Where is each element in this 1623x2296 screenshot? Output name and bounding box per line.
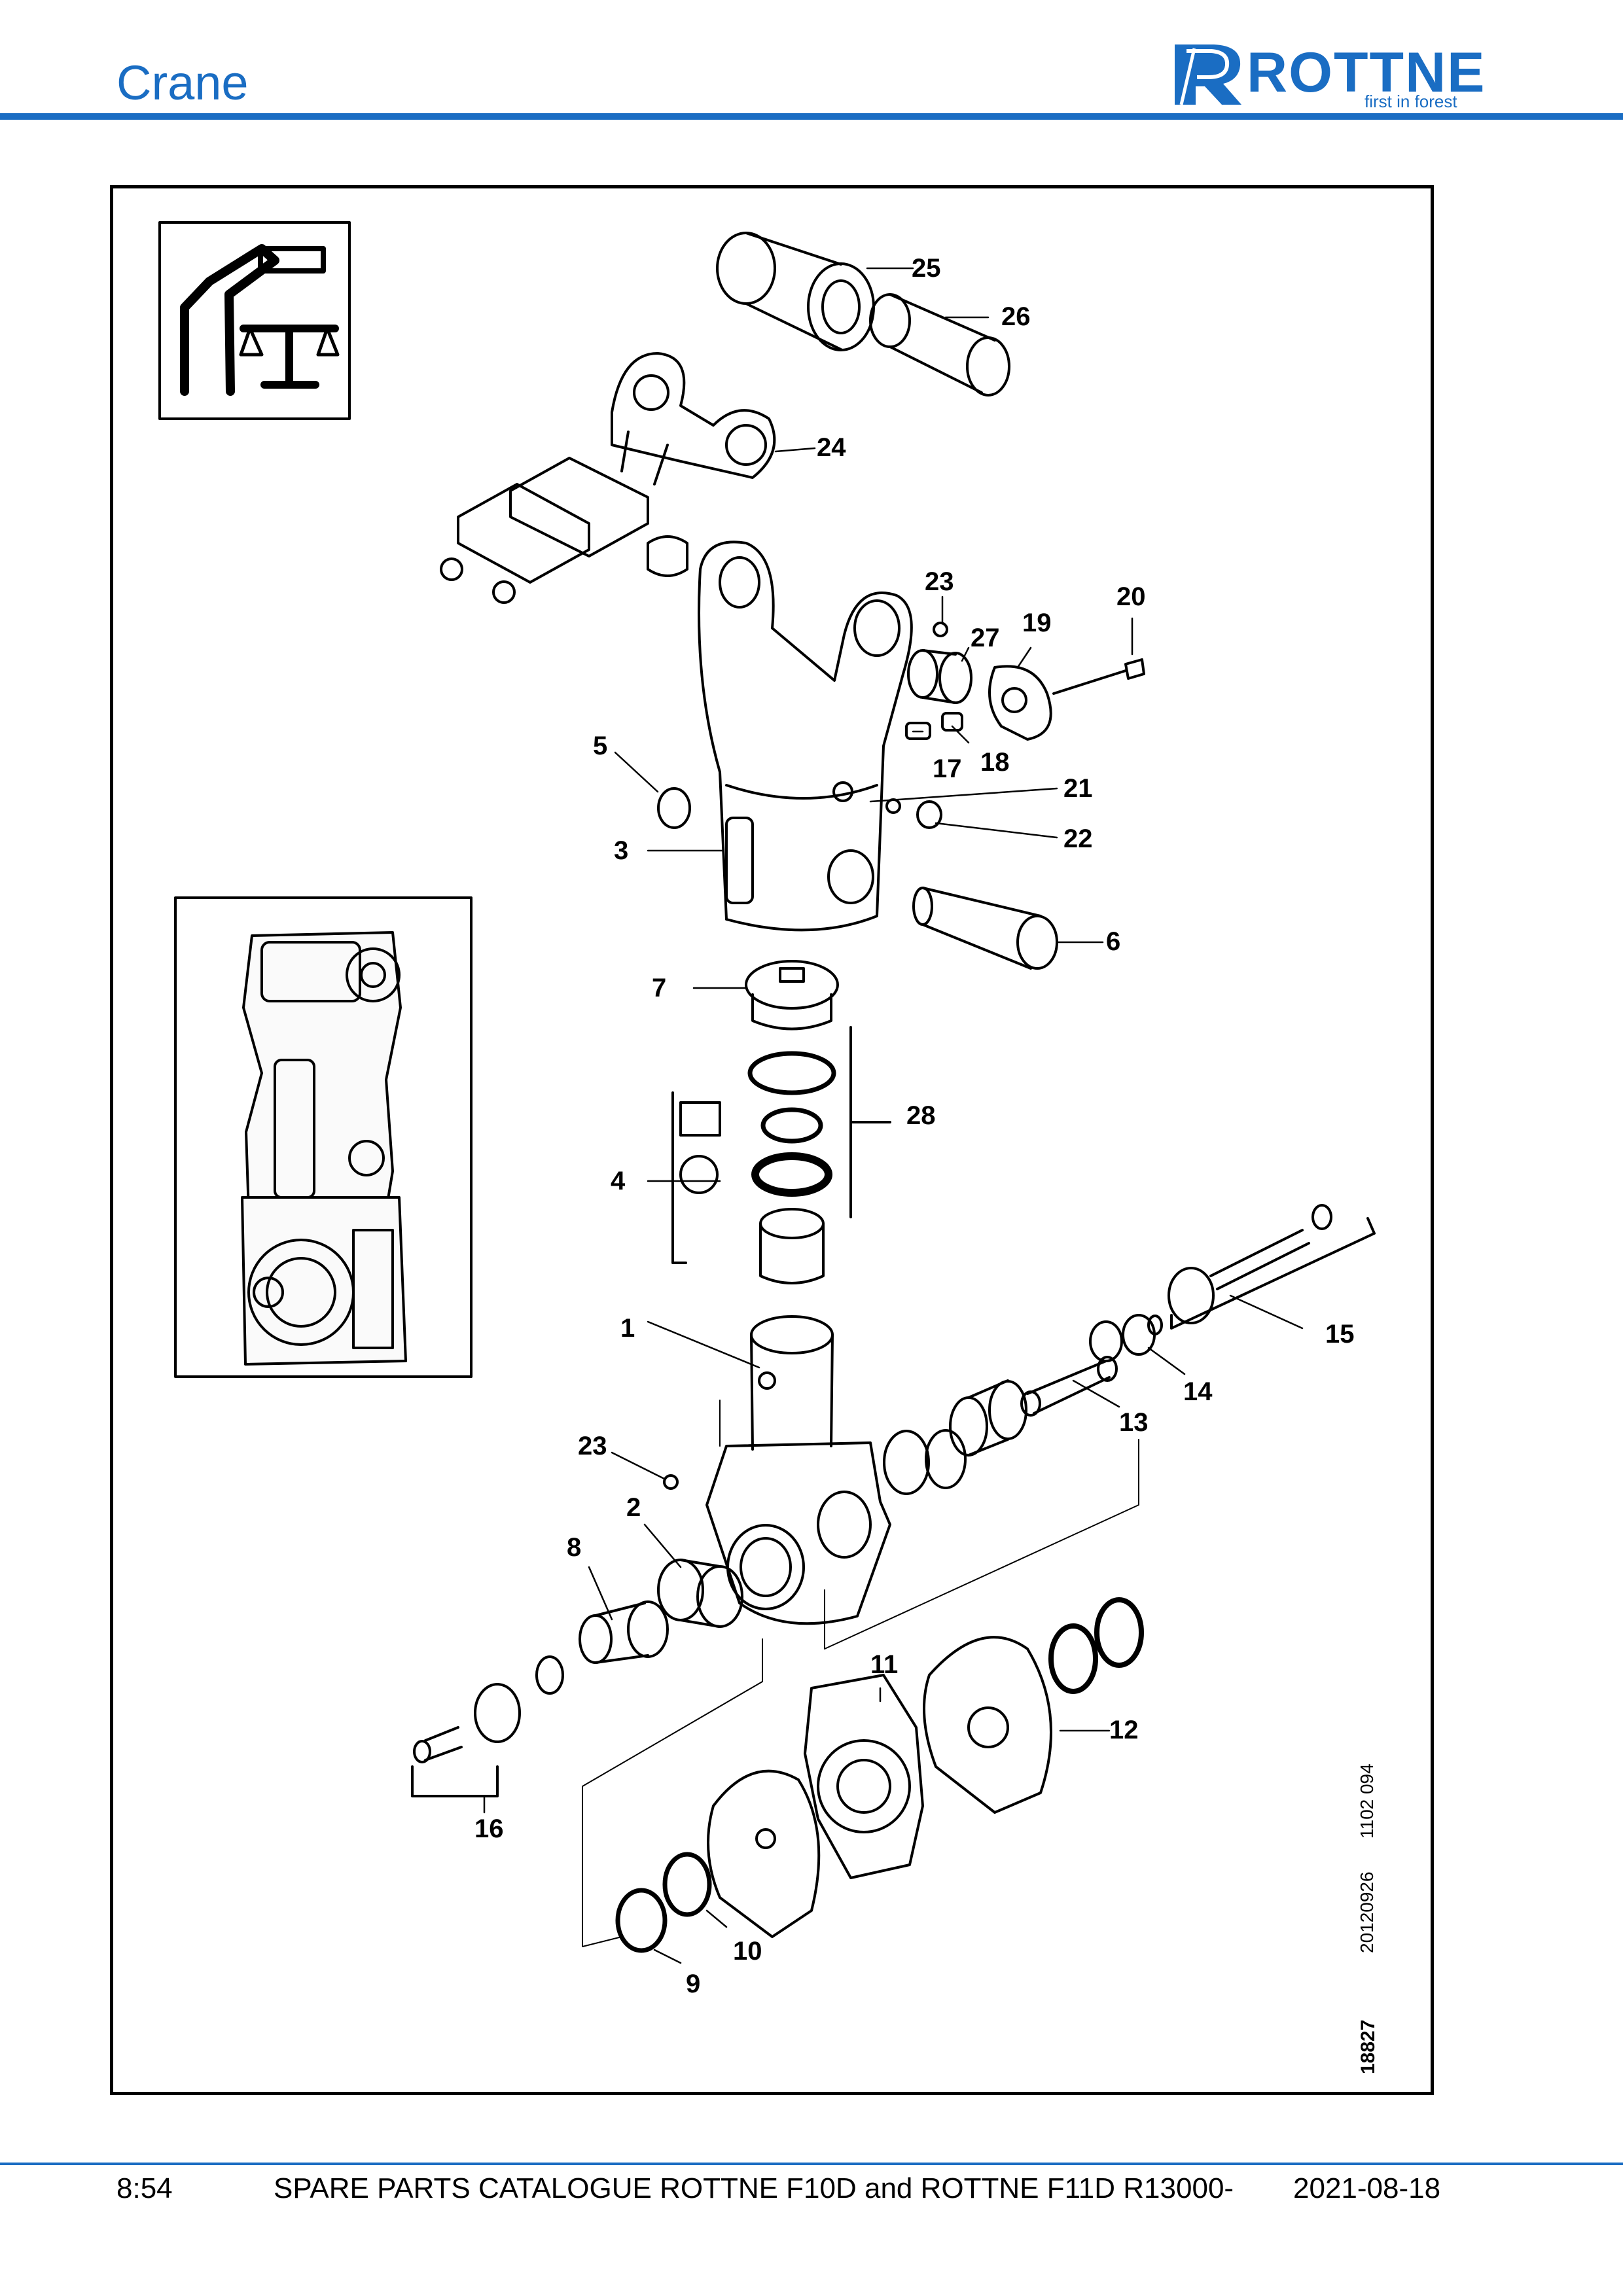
grease-nipple-23-top (933, 622, 948, 637)
screw-21 (885, 798, 901, 814)
part-label: 20 (1116, 582, 1146, 611)
bracket-28 (849, 1026, 891, 1218)
drawing-number: 18827 (1357, 2020, 1379, 2074)
washer-22 (916, 800, 942, 829)
part-label: 1 (620, 1314, 635, 1343)
part-label: 17 (933, 754, 962, 783)
part-label: 3 (614, 836, 628, 865)
logo-text: ROTTNE (1247, 41, 1486, 104)
housing-3 (698, 540, 913, 932)
part-label: 22 (1063, 824, 1093, 853)
part-label: 23 (925, 567, 954, 596)
seal-profile-a (679, 1101, 721, 1137)
seal-ring-4b (751, 1152, 832, 1197)
part-label: 14 (1183, 1377, 1213, 1406)
section-title: Crane (116, 56, 249, 110)
bracket-4 (671, 1091, 687, 1264)
snap-ring-10 (662, 1852, 712, 1917)
snap-ring-12b (1094, 1597, 1144, 1668)
plug-7 (745, 960, 839, 1031)
rottne-logo: ROTTNE first in forest (1175, 41, 1486, 110)
snap-ring-5 (657, 787, 691, 829)
part-label: 11 (870, 1650, 898, 1679)
part-label: 16 (474, 1814, 504, 1843)
part-label: 12 (1109, 1716, 1139, 1744)
assembly-guide-lines (582, 1400, 1139, 1947)
sleeve-14 (1089, 1314, 1163, 1362)
document-date: 2021-08-18 (1293, 2172, 1441, 2204)
sleeve-26 (869, 293, 1010, 397)
part-label: 19 (1022, 609, 1052, 637)
assembly-inset-illustration (174, 896, 473, 1378)
part-label: 24 (817, 433, 846, 462)
bolt-20 (1052, 658, 1145, 695)
rottne-logo-mark (1175, 44, 1241, 105)
fitting-17 (905, 722, 931, 740)
threaded-sleeve-15 (1168, 1204, 1376, 1330)
part-label: 2 (626, 1493, 641, 1522)
leader-lines (483, 267, 1304, 1964)
part-label: 13 (1119, 1408, 1149, 1437)
bushing-8 (579, 1600, 669, 1664)
lower-plate (707, 1769, 821, 1938)
o-ring-28 (747, 1051, 836, 1095)
drawing-date-code: 20120926 (1357, 1871, 1377, 1953)
part-label: 7 (652, 974, 666, 1002)
part-label: 5 (593, 732, 607, 760)
cap-19 (988, 665, 1052, 741)
grease-nipple-23-bottom (663, 1474, 679, 1490)
crane-scale-icon (158, 221, 351, 420)
pin-13 (1020, 1356, 1118, 1417)
bearing-2 (657, 1559, 743, 1628)
seal-ring-4a (760, 1107, 823, 1144)
bushing-27 (907, 649, 972, 704)
document-title: SPARE PARTS CATALOGUE ROTTNE F10D and RO… (274, 2172, 1234, 2204)
part-label: 25 (912, 254, 941, 283)
piston (759, 1208, 825, 1284)
logo-tagline: first in forest (1364, 92, 1457, 110)
part-label: 21 (1063, 774, 1093, 803)
snap-ring-12a (1048, 1623, 1098, 1694)
part-label: 9 (686, 1969, 700, 1998)
part-number-labels: 1 2 3 4 5 6 7 8 9 10 11 12 13 14 15 16 1… (474, 254, 1355, 1998)
part-label: 18 (980, 748, 1010, 777)
part-label: 28 (906, 1101, 936, 1130)
drawing-code-a: 1102 094 (1357, 1763, 1377, 1839)
cover-11 (804, 1674, 924, 1879)
part-label: 6 (1106, 927, 1120, 956)
footer-divider (0, 2163, 1623, 2165)
header-divider (0, 113, 1623, 120)
diagram-frame (110, 185, 1434, 2095)
pin-6 (912, 887, 1058, 970)
part-label: 8 (567, 1533, 581, 1562)
bearing-right (883, 1379, 1027, 1495)
part-label: 15 (1325, 1320, 1355, 1349)
part-label: 4 (611, 1167, 626, 1195)
seal-profile-b (679, 1155, 719, 1194)
plate-12 (923, 1636, 1052, 1814)
fitting-18 (941, 712, 963, 732)
part-label: 27 (971, 624, 1000, 652)
sleeve-group-16 (411, 1655, 564, 1797)
snap-ring-9 (615, 1888, 668, 1953)
bushing-25 (716, 232, 875, 351)
page-number: 8:54 (116, 2172, 173, 2204)
part-label: 10 (733, 1937, 762, 1966)
part-label: 23 (578, 1432, 607, 1460)
part-label: 26 (1001, 302, 1031, 331)
yoke-1 (705, 1315, 891, 1625)
clamp-plates (440, 457, 688, 604)
bracket-24 (611, 352, 776, 486)
